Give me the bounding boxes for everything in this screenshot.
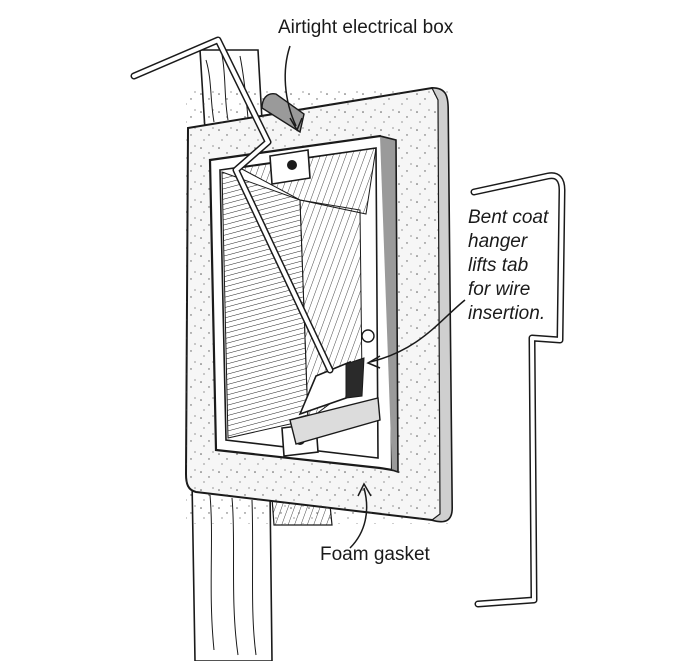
coat-hanger-right	[470, 172, 566, 608]
label-line: lifts tab	[468, 255, 529, 276]
label-line: for wire	[468, 279, 531, 300]
label-line: Bent coat	[468, 207, 549, 228]
label-line: insertion.	[468, 303, 546, 324]
coat-hanger-wire	[130, 36, 334, 374]
label-bent-hanger: Bent coat hanger lifts tab for wire inse…	[468, 206, 548, 326]
label-line: hanger	[468, 231, 528, 252]
label-foam-gasket: Foam gasket	[320, 544, 430, 565]
leader-lines	[284, 45, 466, 549]
label-airtight-box: Airtight electrical box	[278, 17, 454, 38]
